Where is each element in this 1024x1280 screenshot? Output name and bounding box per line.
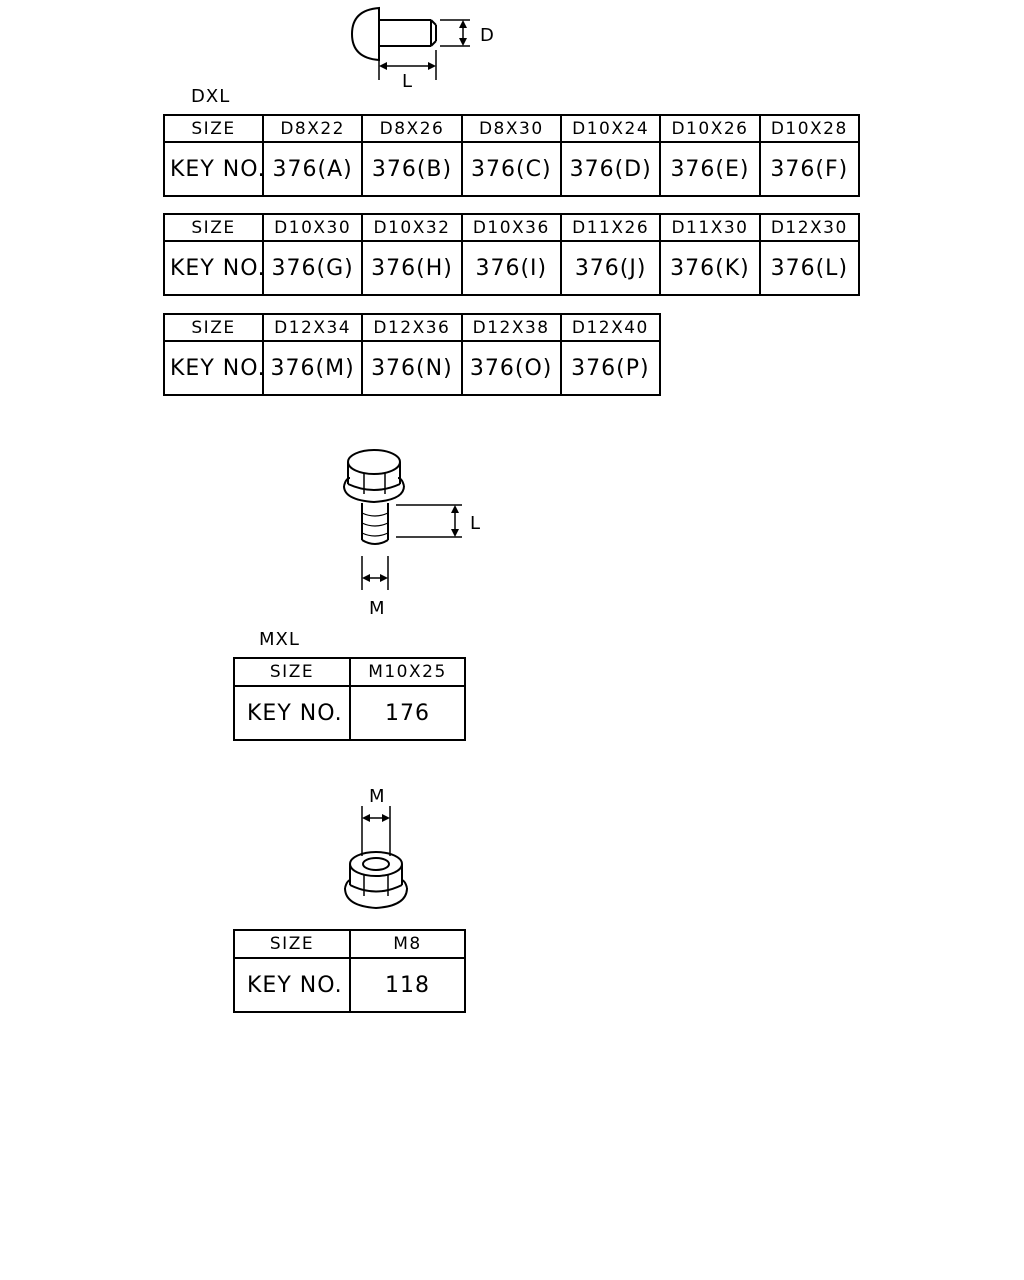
key-cell: 376(O) xyxy=(460,340,562,396)
size-cell: D10X26 xyxy=(659,114,761,143)
size-cell: M8 xyxy=(349,929,466,959)
size-row-label: SIZE xyxy=(163,313,264,342)
size-cell: D10X28 xyxy=(758,114,861,143)
key-cell: 376(C) xyxy=(460,141,562,197)
mxl-size-table: SIZE M10X25 KEY NO. 176 xyxy=(233,657,466,741)
size-cell: D12X30 xyxy=(758,213,861,242)
section-title-mxl: MXL xyxy=(259,629,300,650)
key-cell: 376(D) xyxy=(559,141,662,197)
size-row-label: SIZE xyxy=(163,213,264,242)
size-row-label: SIZE xyxy=(233,657,351,687)
table-row-key: KEY NO. 376(A) 376(B) 376(C) 376(D) 376(… xyxy=(163,141,861,197)
key-cell: 376(E) xyxy=(659,141,761,197)
key-row-label: KEY NO. xyxy=(163,141,265,197)
table-row-key: KEY NO. 176 xyxy=(233,685,466,741)
table-row-size: SIZE D12X34 D12X36 D12X38 D12X40 xyxy=(163,313,662,342)
size-row-label: SIZE xyxy=(233,929,351,959)
section-title-dxl: DXL xyxy=(191,86,231,107)
size-cell: D12X40 xyxy=(559,313,662,342)
key-cell: 376(J) xyxy=(559,240,662,296)
key-cell: 376(N) xyxy=(361,340,463,396)
key-row-label: KEY NO. xyxy=(233,957,351,1013)
key-cell: 376(G) xyxy=(261,240,364,296)
nut-size-table: SIZE M8 KEY NO. 118 xyxy=(233,929,466,1013)
dxl-size-table-2: SIZE D10X30 D10X32 D10X36 D11X26 D11X30 … xyxy=(163,213,861,296)
table-row-key: KEY NO. 118 xyxy=(233,957,466,1013)
size-cell: D11X26 xyxy=(559,213,662,242)
size-cell: D10X32 xyxy=(361,213,463,242)
dxl-size-table-1: SIZE D8X22 D8X26 D8X30 D10X24 D10X26 D10… xyxy=(163,114,861,197)
size-row-label: SIZE xyxy=(163,114,264,143)
key-cell: 376(F) xyxy=(758,141,861,197)
table-row-size: SIZE M8 xyxy=(233,929,466,959)
dimension-m-label: M xyxy=(369,786,386,807)
table-row-size: SIZE M10X25 xyxy=(233,657,466,687)
key-cell: 118 xyxy=(349,957,466,1013)
size-cell: D8X26 xyxy=(361,114,463,143)
key-row-label: KEY NO. xyxy=(233,685,351,741)
key-cell: 376(H) xyxy=(361,240,463,296)
size-cell: D10X30 xyxy=(261,213,364,242)
dimension-m-label: M xyxy=(369,598,386,619)
key-cell: 376(I) xyxy=(460,240,562,296)
key-cell: 376(K) xyxy=(659,240,761,296)
key-row-label: KEY NO. xyxy=(163,240,265,296)
key-cell: 376(L) xyxy=(758,240,861,296)
dxl-size-table-3: SIZE D12X34 D12X36 D12X38 D12X40 KEY NO.… xyxy=(163,313,662,396)
size-cell: D8X22 xyxy=(261,114,364,143)
size-cell: M10X25 xyxy=(349,657,466,687)
dimension-l-label: L xyxy=(402,71,414,92)
key-cell: 376(A) xyxy=(261,141,364,197)
dimension-d-label: D xyxy=(480,25,495,46)
key-cell: 376(P) xyxy=(559,340,662,396)
dimension-l-label: L xyxy=(470,513,482,534)
size-cell: D10X36 xyxy=(460,213,562,242)
key-cell: 376(B) xyxy=(361,141,463,197)
size-cell: D12X34 xyxy=(261,313,364,342)
table-row-size: SIZE D10X30 D10X32 D10X36 D11X26 D11X30 … xyxy=(163,213,861,242)
table-row-key: KEY NO. 376(G) 376(H) 376(I) 376(J) 376(… xyxy=(163,240,861,296)
size-cell: D8X30 xyxy=(460,114,562,143)
key-cell: 176 xyxy=(349,685,466,741)
size-cell: D11X30 xyxy=(659,213,761,242)
size-cell: D12X38 xyxy=(460,313,562,342)
table-row-key: KEY NO. 376(M) 376(N) 376(O) 376(P) xyxy=(163,340,662,396)
size-cell: D10X24 xyxy=(559,114,662,143)
table-row-size: SIZE D8X22 D8X26 D8X30 D10X24 D10X26 D10… xyxy=(163,114,861,143)
size-cell: D12X36 xyxy=(361,313,463,342)
key-row-label: KEY NO. xyxy=(163,340,265,396)
key-cell: 376(M) xyxy=(261,340,364,396)
